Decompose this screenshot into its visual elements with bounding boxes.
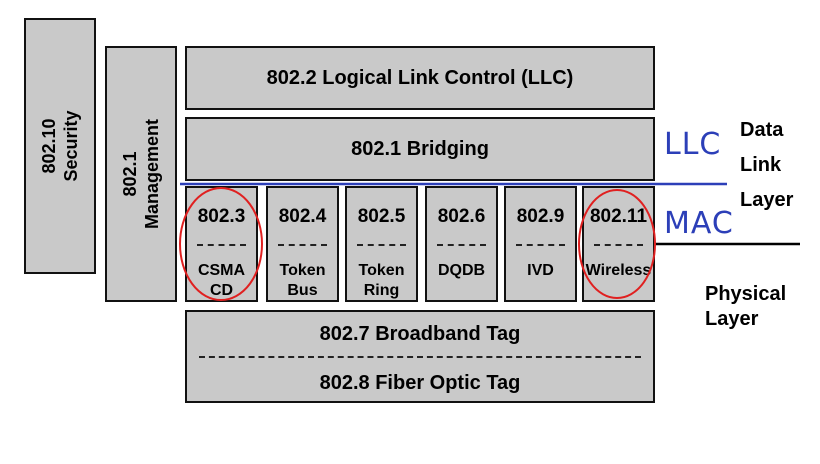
mac-name: Token Ring [358,262,405,299]
mac-number: 802.6 [437,206,486,227]
fiber-label: 802.8 Fiber Optic Tag [319,372,521,394]
physical-box: 802.7 Broadband Tag 802.8 Fiber Optic Ta… [185,310,655,403]
mac-name: Token Bus [279,262,326,299]
management-box: 802.1 Management [105,46,177,302]
divider [594,244,643,246]
mac-number: 802.5 [357,206,406,227]
wireless-highlight-circle [578,189,656,299]
mac-number: 802.3 [197,206,246,227]
physical-divider [199,356,641,358]
physical-layer-label: Physical Layer [705,282,786,332]
data-link-layer-label: Data Link Layer [740,113,793,218]
mac-name: IVD [527,262,554,279]
bridging-label: 802.1 Bridging [351,137,489,160]
mac-box-802-5: 802.5 Token Ring [345,186,418,302]
broadband-label: 802.7 Broadband Tag [319,323,521,345]
mac-box-802-9: 802.9 IVD [504,186,577,302]
llc-label: 802.2 Logical Link Control (LLC) [266,66,574,89]
layer-text: Layer [740,189,794,211]
mac-number: 802.11 [589,206,648,227]
llc-box: 802.2 Logical Link Control (LLC) [185,46,655,110]
mac-box-802-4: 802.4 Token Bus [266,186,339,302]
divider [278,244,327,246]
csma-cd-highlight-circle [179,187,263,301]
layer-text: Data [740,119,784,141]
llc-annotation: LLC [664,127,722,162]
layer-text: Layer [705,308,759,330]
divider [197,244,246,246]
security-box: 802.10 Security [24,18,96,274]
divider [357,244,406,246]
mac-number: 802.9 [516,206,565,227]
mac-name: DQDB [437,262,486,279]
mac-name: CSMA CD [197,262,246,299]
divider [516,244,565,246]
mac-box-802-6: 802.6 DQDB [425,186,498,302]
mac-annotation: MAC [664,206,734,241]
layer-text: Physical [705,283,787,305]
layer-text: Link [740,154,782,176]
divider [437,244,486,246]
mac-box-802-3: 802.3 CSMA CD [185,186,258,302]
mac-number: 802.4 [278,206,327,227]
mac-name: Wireless [585,262,652,279]
bridging-box: 802.1 Bridging [185,117,655,181]
